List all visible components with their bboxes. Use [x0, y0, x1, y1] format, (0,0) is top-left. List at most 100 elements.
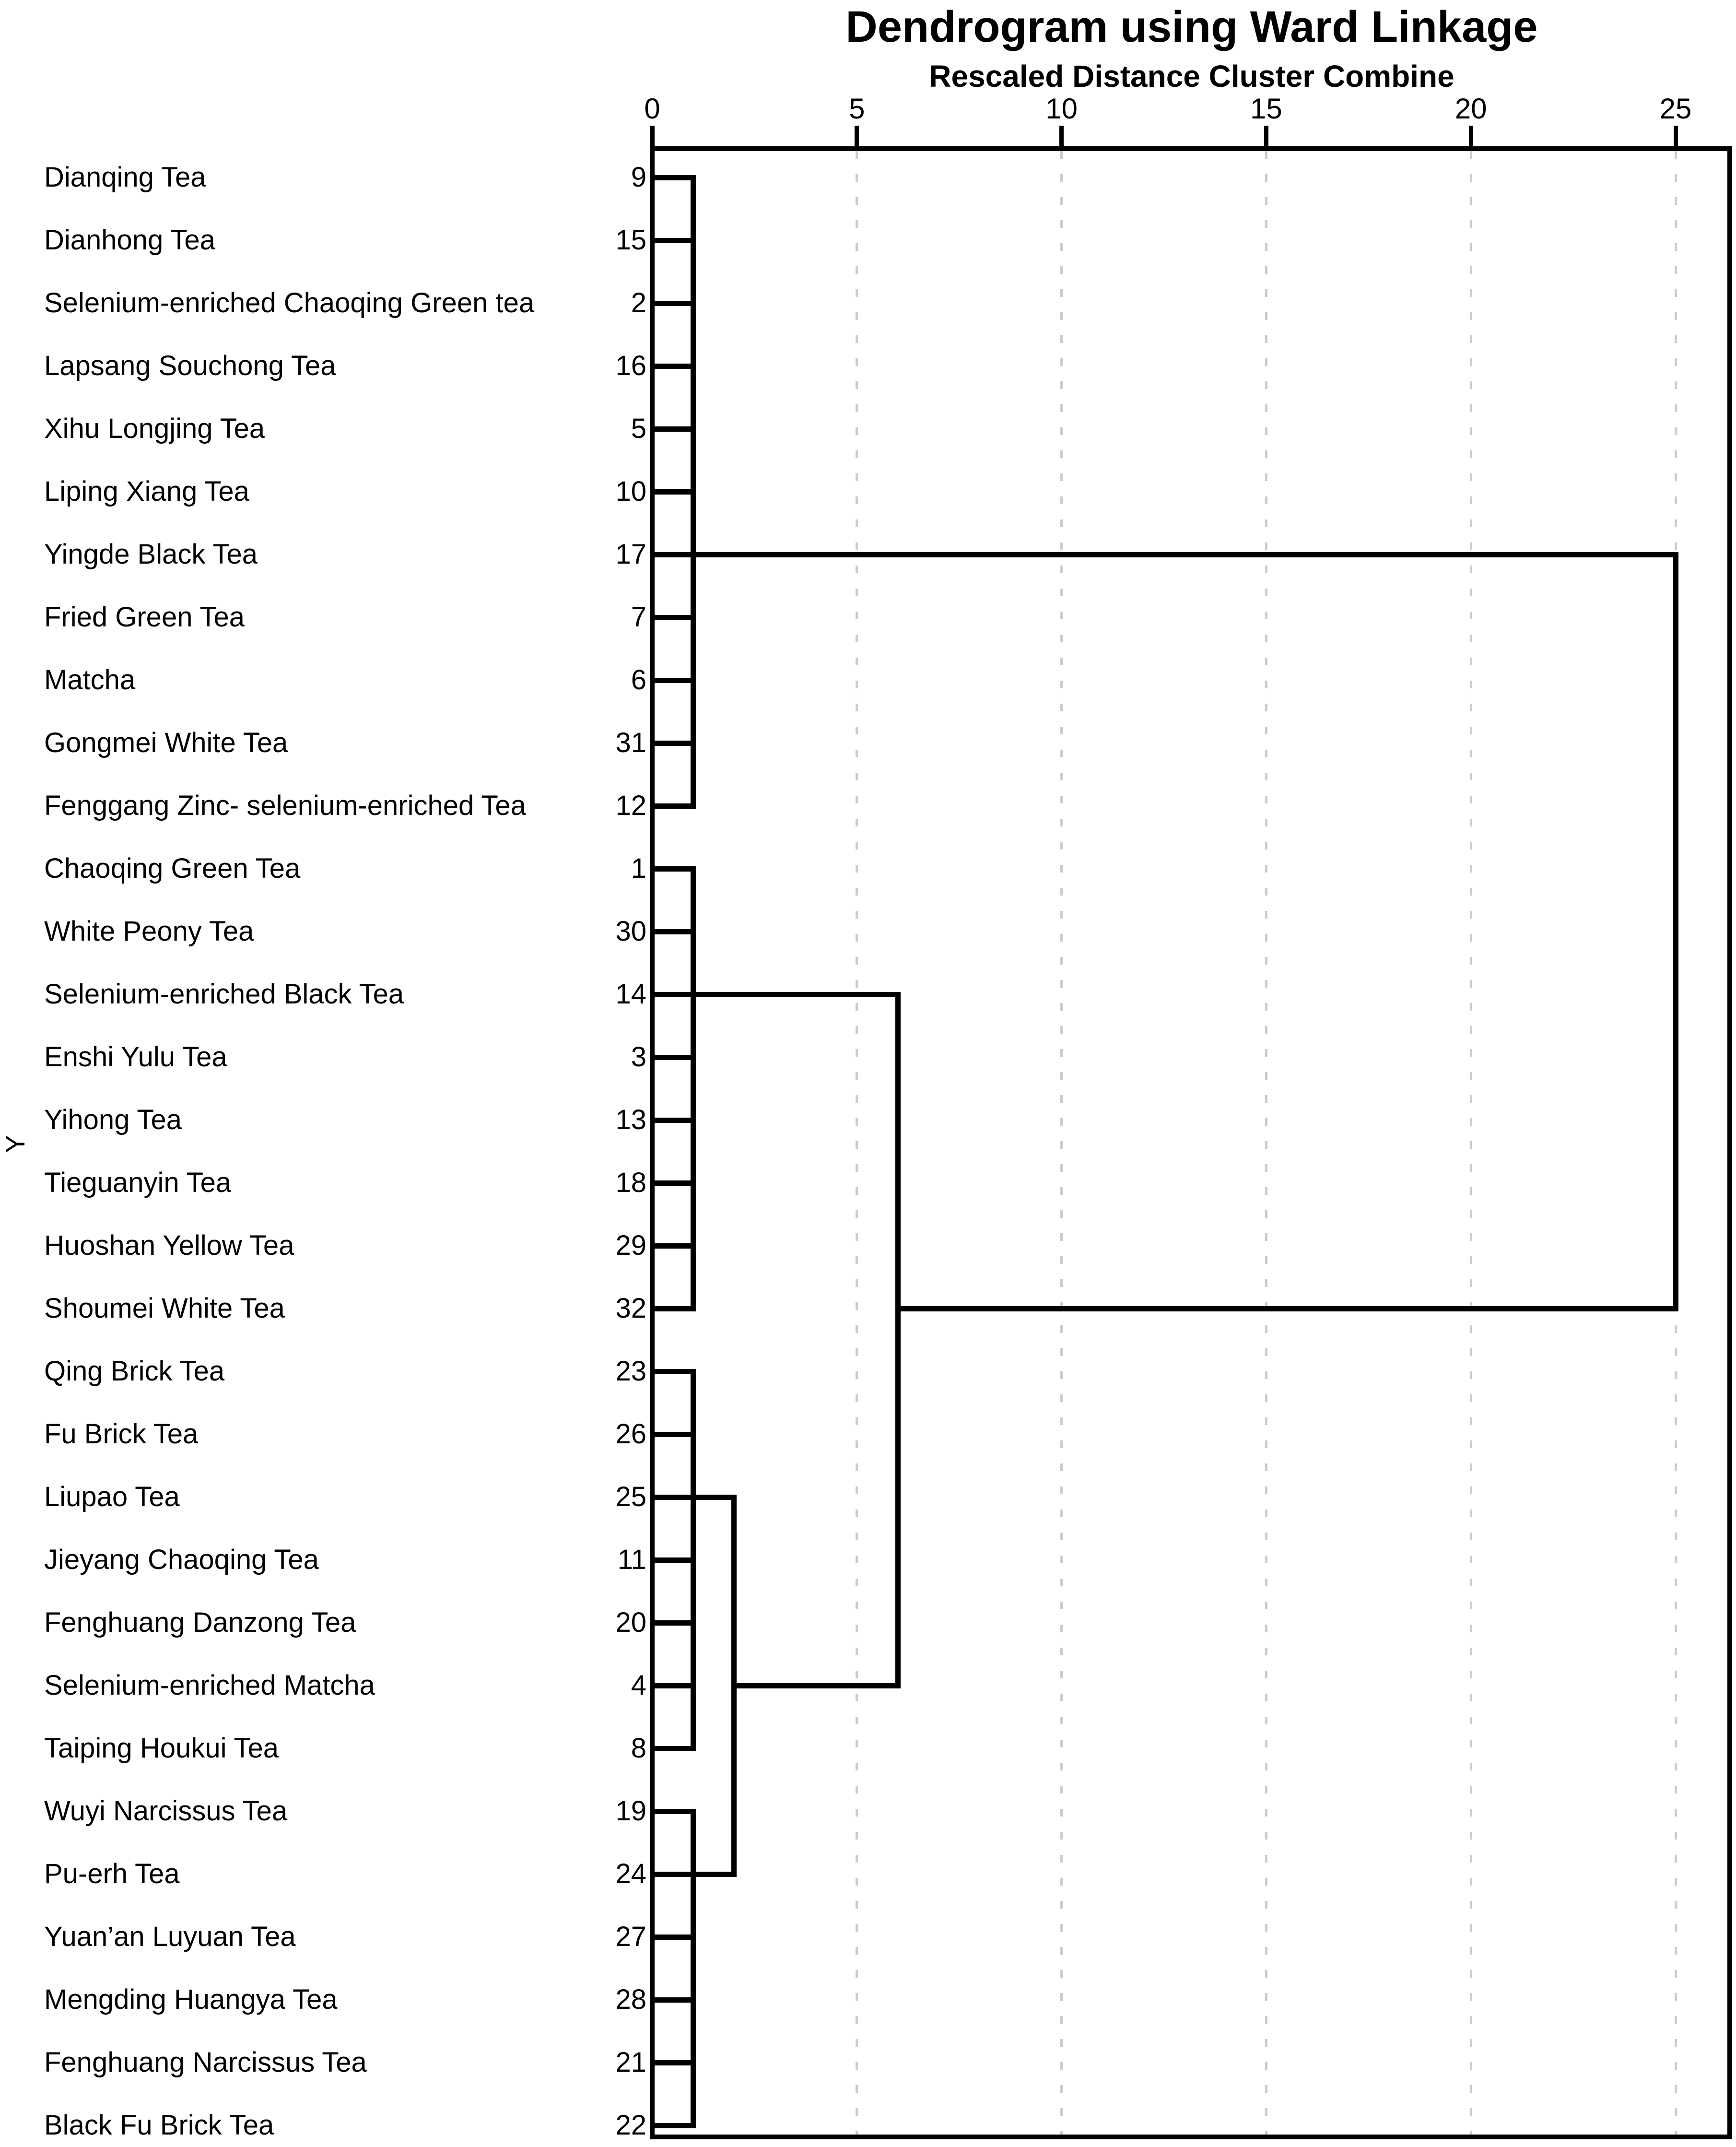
leaf-id-number: 21 — [615, 2047, 646, 2078]
leaf-id-number: 28 — [615, 1984, 646, 2015]
y-axis-label: Y — [0, 1135, 30, 1153]
leaf-id-number: 11 — [617, 1544, 646, 1575]
chart-subtitle: Rescaled Distance Cluster Combine — [929, 59, 1454, 94]
leaf-id-number: 7 — [631, 602, 646, 633]
dendro-leaf-stub — [649, 1306, 696, 1311]
leaf-label: Yuan’an Luyuan Tea — [44, 1921, 296, 1952]
x-tick-label-25: 25 — [1659, 93, 1692, 125]
leaf-label: Xihu Longjing Tea — [44, 413, 265, 444]
leaf-label: Dianqing Tea — [44, 162, 206, 193]
x-tick-0 — [650, 126, 655, 147]
dendro-leaf-stub — [649, 866, 696, 872]
leaf-id-number: 10 — [615, 476, 646, 507]
dendro-leaf-stub — [649, 929, 696, 934]
leaf-label: Tieguanyin Tea — [44, 1167, 232, 1198]
dendro-leaf-stub — [649, 1934, 696, 1940]
leaf-id-number: 30 — [615, 916, 646, 947]
dendro-junction — [690, 1808, 696, 2128]
dendro-leaf-stub — [649, 1180, 696, 1186]
gridline-15 — [1265, 151, 1267, 2135]
x-tick-label-20: 20 — [1454, 93, 1487, 125]
leaf-label: Matcha — [44, 664, 136, 696]
leaf-label: Taiping Houkui Tea — [44, 1733, 279, 1764]
dendro-leaf-stub — [649, 175, 696, 180]
leaf-id-number: 23 — [615, 1356, 646, 1387]
leaf-id-number: 20 — [615, 1607, 646, 1638]
gridline-10 — [1060, 151, 1063, 2135]
leaf-id-number: 31 — [615, 727, 646, 758]
leaf-id-number: 13 — [615, 1104, 646, 1135]
leaf-id-number: 27 — [615, 1921, 646, 1952]
leaf-label: Fenghuang Danzong Tea — [44, 1607, 356, 1638]
dendro-connector — [895, 1306, 1678, 1311]
leaf-id-number: 17 — [615, 539, 646, 570]
leaf-label: Lapsang Souchong Tea — [44, 350, 336, 381]
leaf-label: Liupao Tea — [44, 1481, 180, 1512]
leaf-label: Shoumei White Tea — [44, 1293, 285, 1324]
leaf-label: Wuyi Narcissus Tea — [44, 1795, 288, 1827]
leaf-label: Pu-erh Tea — [44, 1858, 180, 1889]
dendro-leaf-stub — [649, 803, 696, 809]
leaf-id-number: 29 — [615, 1230, 646, 1261]
gridline-20 — [1469, 151, 1472, 2135]
leaf-id-number: 2 — [631, 287, 646, 319]
x-tick-15 — [1264, 126, 1268, 147]
x-tick-20 — [1468, 126, 1473, 147]
x-tick-label-10: 10 — [1045, 93, 1078, 125]
leaf-id-number: 9 — [631, 162, 646, 193]
dendro-leaf-stub — [649, 1117, 696, 1123]
leaf-label: Mengding Huangya Tea — [44, 1984, 338, 2015]
dendro-leaf-stub — [649, 1431, 696, 1437]
leaf-label: Black Fu Brick Tea — [44, 2110, 274, 2141]
leaf-id-number: 1 — [631, 853, 646, 884]
leaf-id-number: 15 — [615, 224, 646, 256]
leaf-label: Yingde Black Tea — [44, 539, 258, 570]
dendro-junction — [895, 991, 901, 1688]
x-tick-5 — [855, 126, 859, 147]
dendro-leaf-stub — [649, 614, 696, 620]
x-tick-label-5: 5 — [849, 93, 865, 125]
leaf-id-number: 32 — [615, 1293, 646, 1324]
leaf-label: Jieyang Chaoqing Tea — [44, 1544, 319, 1575]
dendro-leaf-stub — [649, 300, 696, 306]
dendro-junction — [731, 1494, 737, 1877]
dendro-leaf-stub — [649, 426, 696, 432]
dendro-leaf-stub — [649, 1368, 696, 1374]
leaf-id-number: 22 — [615, 2110, 646, 2141]
x-tick-label-15: 15 — [1250, 93, 1282, 125]
leaf-id-number: 18 — [615, 1167, 646, 1198]
leaf-id-number: 26 — [615, 1418, 646, 1450]
leaf-id-number: 14 — [615, 979, 646, 1010]
dendro-leaf-stub — [649, 1808, 696, 1814]
dendro-junction — [1673, 552, 1678, 1311]
dendro-leaf-stub — [649, 2123, 696, 2128]
leaf-id-number: 6 — [631, 664, 646, 696]
leaf-id-number: 25 — [615, 1481, 646, 1512]
leaf-label: Selenium-enriched Chaoqing Green tea — [44, 287, 535, 319]
dendro-leaf-stub — [649, 677, 696, 683]
dendro-leaf-stub — [649, 1683, 696, 1688]
leaf-label: Fu Brick Tea — [44, 1418, 199, 1450]
dendro-junction — [690, 1368, 696, 1751]
leaf-id-number: 3 — [631, 1041, 646, 1073]
leaf-id-number: 5 — [631, 413, 646, 444]
leaf-label: Fried Green Tea — [44, 602, 245, 633]
dendro-leaf-stub — [649, 1243, 696, 1249]
leaf-label: Yihong Tea — [44, 1104, 182, 1135]
chart-title: Dendrogram using Ward Linkage — [845, 2, 1538, 51]
leaf-label: Qing Brick Tea — [44, 1356, 225, 1387]
dendro-leaf-stub — [649, 237, 696, 243]
dendro-junction — [690, 866, 696, 1311]
dendro-leaf-stub — [649, 1054, 696, 1060]
dendro-leaf-stub — [649, 2060, 696, 2065]
dendro-leaf-stub — [649, 1557, 696, 1563]
leaf-label: Dianhong Tea — [44, 224, 215, 256]
leaf-label: Fenggang Zinc- selenium-enriched Tea — [44, 790, 526, 821]
leaf-label: Chaoqing Green Tea — [44, 853, 301, 884]
gridline-5 — [856, 151, 858, 2135]
leaf-id-number: 8 — [631, 1733, 646, 1764]
leaf-label: Enshi Yulu Tea — [44, 1041, 227, 1073]
x-tick-25 — [1673, 126, 1678, 147]
dendro-leaf-stub — [649, 1997, 696, 2003]
